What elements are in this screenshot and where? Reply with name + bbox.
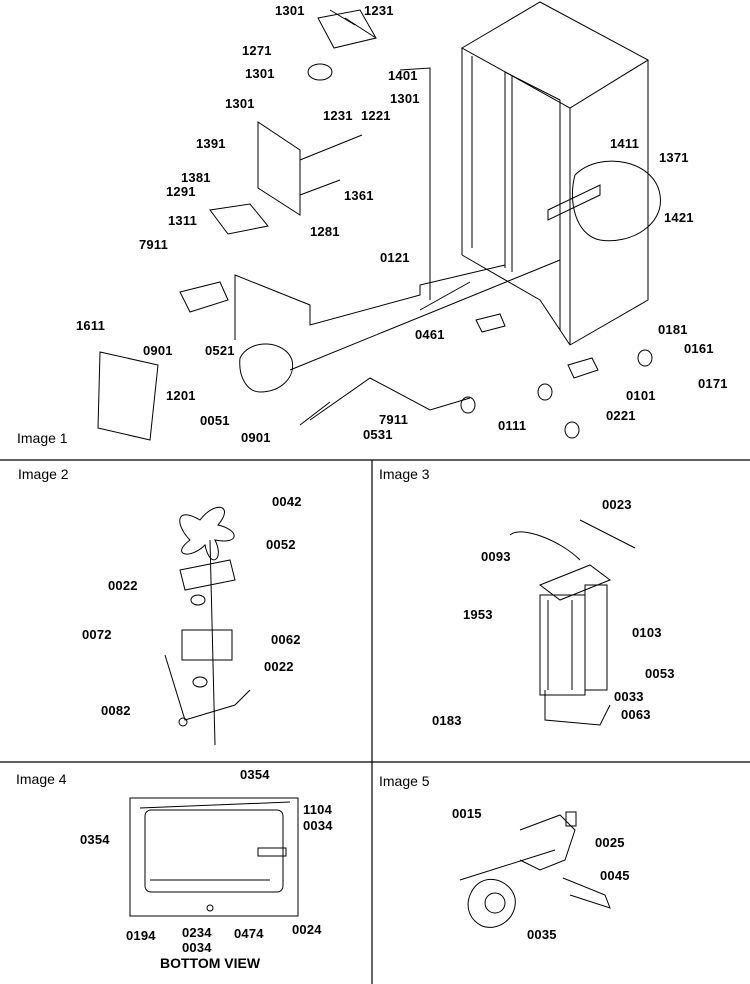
part-label: 0023 [602,497,632,512]
part-label: 1271 [242,43,272,58]
refrigerator-cabinet [460,1,661,346]
part-label: 0171 [698,376,728,391]
part-label: 1301 [225,96,255,111]
part-label: 0051 [200,413,230,428]
part-label: 1231 [364,3,394,18]
part-label: 0034 [182,940,212,955]
part-label: 0901 [143,343,173,358]
part-label: 1611 [76,318,106,333]
part-label: 1301 [390,91,420,106]
panel-title-3: Image 3 [379,466,430,482]
part-label: 7911 [379,412,409,427]
part-label: 0183 [432,713,462,728]
part-label: 1421 [664,210,694,225]
panel-title-2: Image 2 [18,466,69,482]
part-label: 0042 [272,494,302,509]
shroud-and-ducts [97,67,561,441]
part-label: 0901 [241,430,271,445]
panel-dividers [0,459,750,984]
part-label: 1291 [166,184,196,199]
part-label: 1301 [245,66,275,81]
part-label: 1231 [323,108,353,123]
part-label: 1361 [344,188,374,203]
part-label: 0121 [380,250,410,265]
part-label: 1281 [310,224,340,239]
part-label: 0531 [363,427,393,442]
part-label: 0045 [600,868,630,883]
part-label: 0034 [303,818,333,833]
part-label: 1371 [659,150,689,165]
part-label: 0521 [205,343,235,358]
part-label: 1221 [361,108,391,123]
part-label: 1391 [196,136,226,151]
panel-title-5: Image 5 [379,773,430,789]
part-label: 0093 [481,549,511,564]
part-label: 0221 [606,408,636,423]
part-label: 0063 [621,707,651,722]
part-label: 0111 [498,418,527,433]
part-label: 0461 [415,327,445,342]
part-label: 0022 [264,659,294,674]
part-label: 0474 [234,926,264,941]
part-label: 1104 [303,802,333,817]
part-label: 0103 [632,625,662,640]
part-label: 0022 [108,578,138,593]
icemaker-cover-shape [572,160,661,242]
part-label: 1401 [388,68,418,83]
fan-blade-shape [179,506,235,561]
part-label: 0072 [82,627,112,642]
part-label: 7911 [139,237,169,252]
part-label: 0015 [452,806,482,821]
evaporator-assembly [509,519,636,726]
panel-title-4: Image 4 [16,771,67,787]
part-label: 0062 [271,632,301,647]
part-label: 0082 [101,703,131,718]
part-label: 0035 [527,927,557,942]
part-label: 0161 [684,341,714,356]
part-label: 0053 [645,666,675,681]
fan-motor-assembly [164,506,251,746]
part-label: 0101 [626,388,656,403]
part-label: 1953 [463,607,493,622]
bottom-view-drawing [129,797,299,917]
part-label: 0025 [595,835,625,850]
panel-title-1: Image 1 [17,430,68,446]
part-label: 0234 [182,925,212,940]
part-label: 1301 [275,3,305,18]
roller-assembly [459,811,611,928]
part-label: 0194 [126,928,156,943]
bottom-view-caption: BOTTOM VIEW [160,955,261,971]
evaporator-cover-assembly [209,9,377,235]
part-label: 1201 [166,388,196,403]
part-label: 1311 [168,213,198,228]
part-label: 0024 [292,922,322,937]
part-label: 0033 [614,689,644,704]
part-label: 0181 [658,322,688,337]
part-label: 0354 [80,832,110,847]
part-label: 0052 [266,537,296,552]
part-label: 0354 [240,767,270,782]
part-label: 1411 [610,136,640,151]
rollers-and-brackets [299,281,653,439]
part-label: 1381 [181,170,211,185]
